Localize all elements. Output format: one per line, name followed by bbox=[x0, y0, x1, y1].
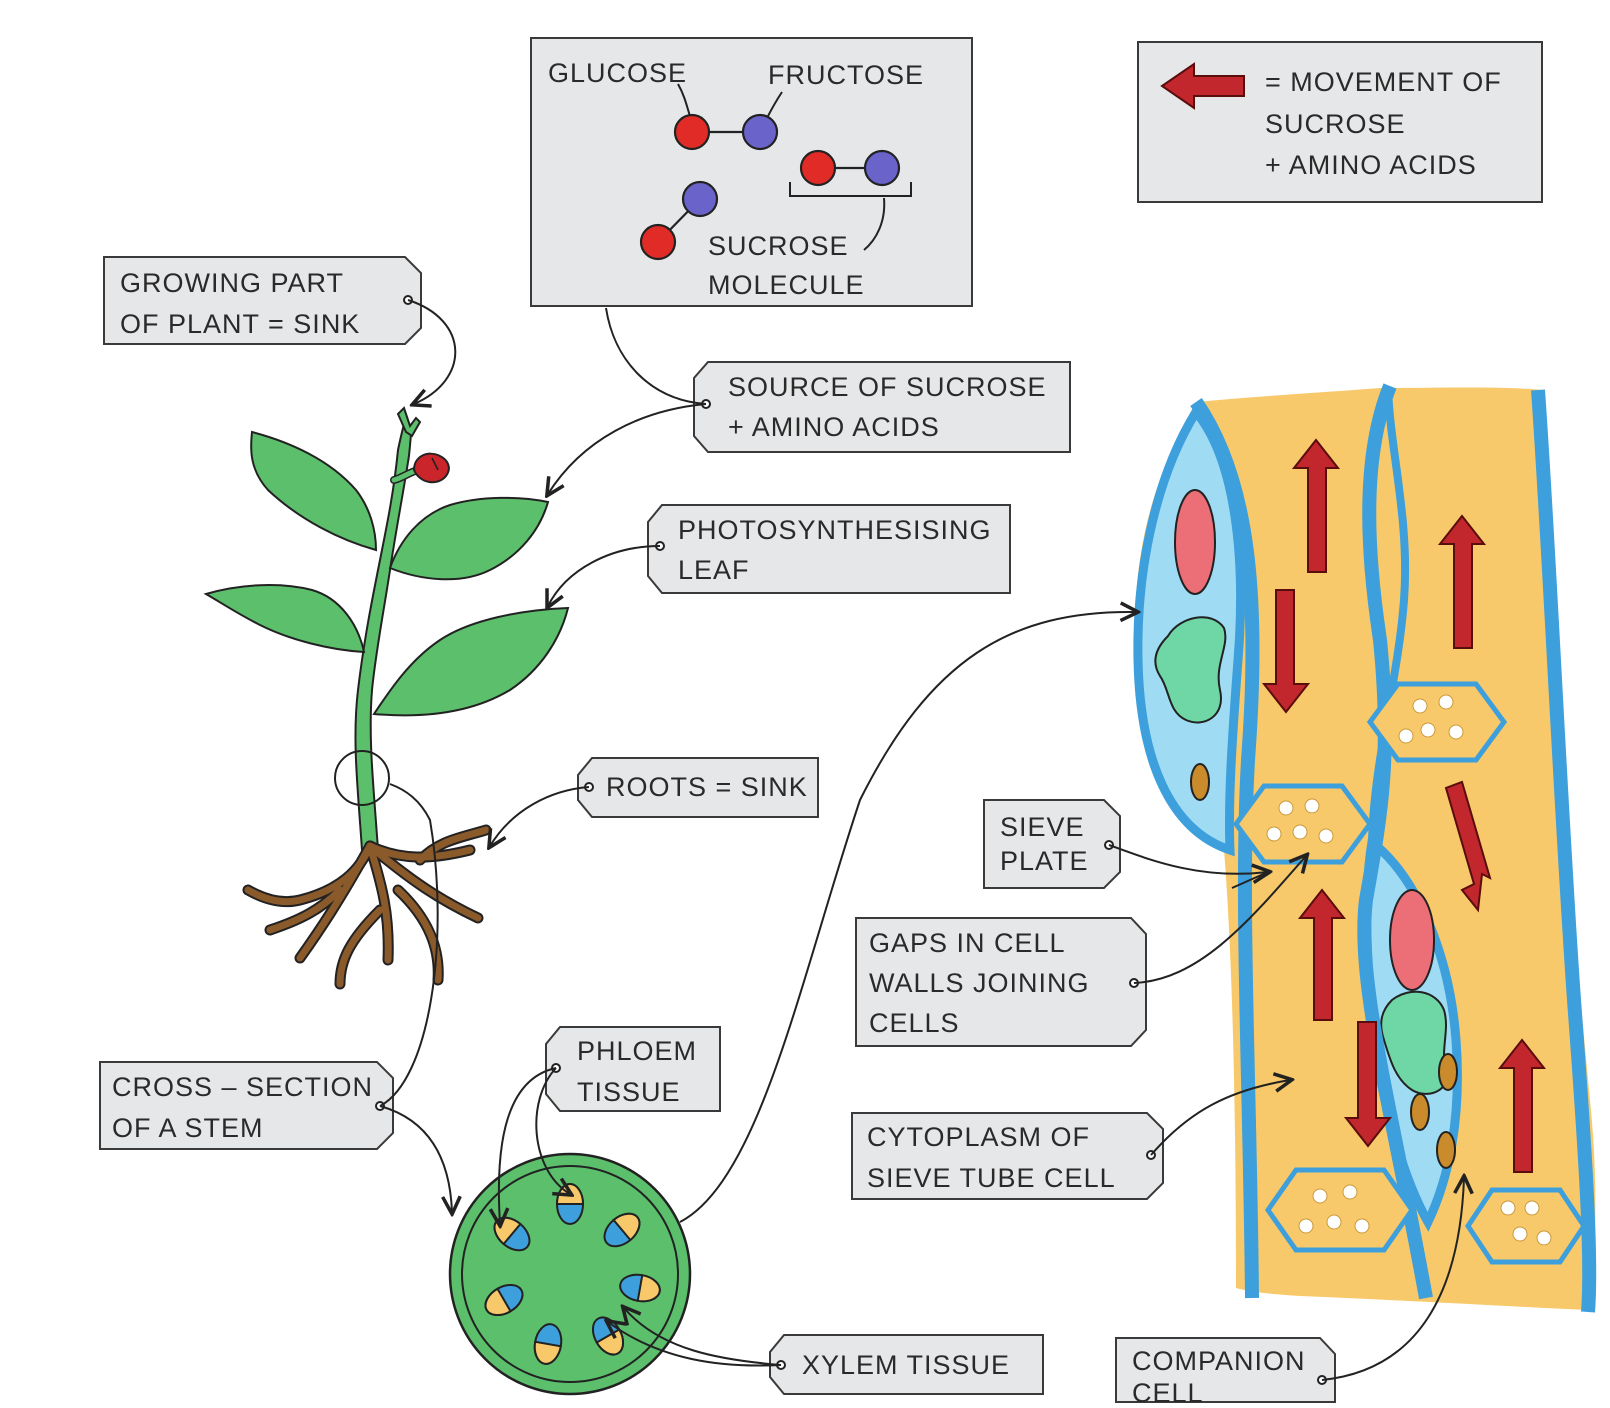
sucrose-molecule-bracketed bbox=[789, 149, 912, 251]
tag-roots: ROOTS = SINK bbox=[577, 757, 819, 818]
fructose-label: FRUCTOSE bbox=[768, 60, 924, 90]
leader-lines bbox=[379, 299, 1464, 1381]
sieve-line-2: PLATE bbox=[1000, 846, 1089, 876]
key-line-3: + AMINO ACIDS bbox=[1265, 150, 1477, 180]
leaf-middle-left bbox=[203, 584, 366, 654]
stem bbox=[354, 422, 414, 851]
photo-line-1: PHOTOSYNTHESISING bbox=[678, 515, 992, 545]
cyto-line-2: SIEVE TUBE CELL bbox=[867, 1163, 1116, 1193]
tag-cytoplasm: CYTOPLASM OF SIEVE TUBE CELL bbox=[851, 1112, 1164, 1200]
growing-part-line-1: GROWING PART bbox=[120, 268, 344, 298]
source-line-2: + AMINO ACIDS bbox=[728, 412, 940, 442]
roots-label: ROOTS = SINK bbox=[606, 772, 808, 802]
cyto-line-1: CYTOPLASM OF bbox=[867, 1122, 1090, 1152]
fructose-molecule bbox=[741, 113, 779, 151]
leaf-middle-right bbox=[372, 606, 570, 717]
gaps-line-3: CELLS bbox=[869, 1008, 960, 1038]
tag-sieve-plate: SIEVE PLATE bbox=[983, 799, 1121, 889]
tag-growing-part: GROWING PART OF PLANT = SINK bbox=[103, 256, 422, 345]
key-line-1: = MOVEMENT OF bbox=[1265, 67, 1502, 97]
key-line-2: SUCROSE bbox=[1265, 109, 1406, 139]
growing-part-line-2: OF PLANT = SINK bbox=[120, 309, 360, 339]
glucose-label: GLUCOSE bbox=[548, 58, 687, 88]
sucrose-label: SUCROSE bbox=[708, 231, 849, 261]
gaps-line-2: WALLS JOINING bbox=[869, 968, 1090, 998]
sucrose-molecule-diagonal bbox=[639, 180, 719, 261]
photo-line-2: LEAF bbox=[678, 555, 750, 585]
tag-source: SOURCE OF SUCROSE + AMINO ACIDS bbox=[693, 361, 1071, 453]
leaf-top-right bbox=[388, 496, 550, 581]
stem-cross-section bbox=[448, 1152, 692, 1396]
glucose-molecule bbox=[673, 113, 711, 151]
roots bbox=[242, 824, 492, 990]
plant-illustration bbox=[203, 406, 570, 990]
phloem-line-1: PHLOEM bbox=[577, 1036, 697, 1066]
gaps-line-1: GAPS IN CELL bbox=[869, 928, 1066, 958]
glucose-fructose-pair bbox=[673, 113, 779, 151]
sucrose-molecule-panel: GLUCOSE FRUCTOSE SUCROSE MOLECULE bbox=[530, 37, 973, 307]
sucrose-flow-arrows bbox=[1261, 438, 1547, 1173]
cross-line-1: CROSS – SECTION bbox=[112, 1072, 373, 1102]
companion-line-2: CELL bbox=[1132, 1378, 1204, 1408]
key-red-arrow-icon bbox=[1160, 62, 1245, 110]
tag-phloem-tissue: PHLOEM TISSUE bbox=[545, 1026, 721, 1112]
molecule-label: MOLECULE bbox=[708, 270, 865, 300]
tag-companion-cell: COMPANION CELL bbox=[1115, 1337, 1336, 1408]
companion-line-1: COMPANION bbox=[1132, 1346, 1306, 1376]
tag-gaps-in-cell-walls: GAPS IN CELL WALLS JOINING CELLS bbox=[855, 917, 1147, 1047]
phloem-tube-detail bbox=[1133, 383, 1597, 1313]
leaf-top-left bbox=[250, 430, 378, 552]
xylem-label: XYLEM TISSUE bbox=[802, 1350, 1010, 1380]
tag-cross-section: CROSS – SECTION OF A STEM bbox=[99, 1061, 394, 1150]
cross-line-2: OF A STEM bbox=[112, 1113, 264, 1143]
tag-photosynthesising-leaf: PHOTOSYNTHESISING LEAF bbox=[647, 504, 1011, 594]
source-line-1: SOURCE OF SUCROSE bbox=[728, 372, 1047, 402]
sieve-line-1: SIEVE bbox=[1000, 812, 1085, 842]
key-panel: = MOVEMENT OF SUCROSE + AMINO ACIDS bbox=[1137, 41, 1543, 203]
phloem-line-2: TISSUE bbox=[577, 1077, 681, 1107]
flower-bud-icon bbox=[412, 452, 450, 484]
tag-xylem-tissue: XYLEM TISSUE bbox=[769, 1334, 1044, 1395]
vascular-bundles bbox=[484, 1183, 661, 1365]
